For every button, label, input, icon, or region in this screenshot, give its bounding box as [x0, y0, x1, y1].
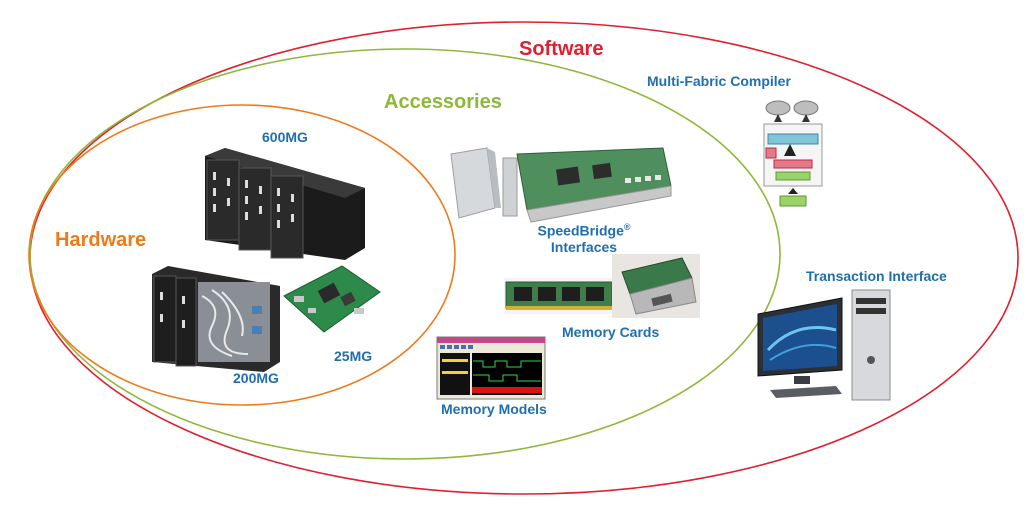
label-600mg: 600MG [262, 129, 308, 145]
accessories-ellipse [29, 48, 781, 460]
transaction-label: Transaction Interface [806, 268, 947, 284]
emulator-600mg-image [205, 148, 365, 260]
memory-cards-label: Memory Cards [562, 324, 660, 340]
speedbridge-image [450, 147, 672, 223]
registered-mark: ® [623, 222, 631, 232]
speedbridge-name: SpeedBridge [537, 222, 624, 239]
emulator-200mg-image [152, 266, 280, 372]
compiler-label: Multi-Fabric Compiler [647, 73, 791, 89]
workstation-image [757, 289, 891, 401]
hardware-ellipse [28, 104, 456, 406]
accessories-title: Accessories [384, 91, 502, 113]
label-25mg: 25MG [334, 348, 373, 364]
memory-models-label: Memory Models [441, 401, 547, 417]
speedbridge-sub: Interfaces [550, 238, 618, 255]
memory-card-image [504, 278, 614, 314]
label-200mg: 200MG [233, 370, 279, 386]
hardware-title: Hardware [55, 229, 147, 251]
software-ellipse [29, 21, 1019, 495]
memory-adapter-image [612, 254, 700, 318]
software-title: Software [519, 38, 604, 60]
emulator-25mg-image [283, 265, 381, 333]
memory-models-image [436, 336, 546, 400]
compiler-flow-image [763, 100, 823, 207]
speedbridge-label: SpeedBridge® Interfaces [530, 222, 638, 255]
